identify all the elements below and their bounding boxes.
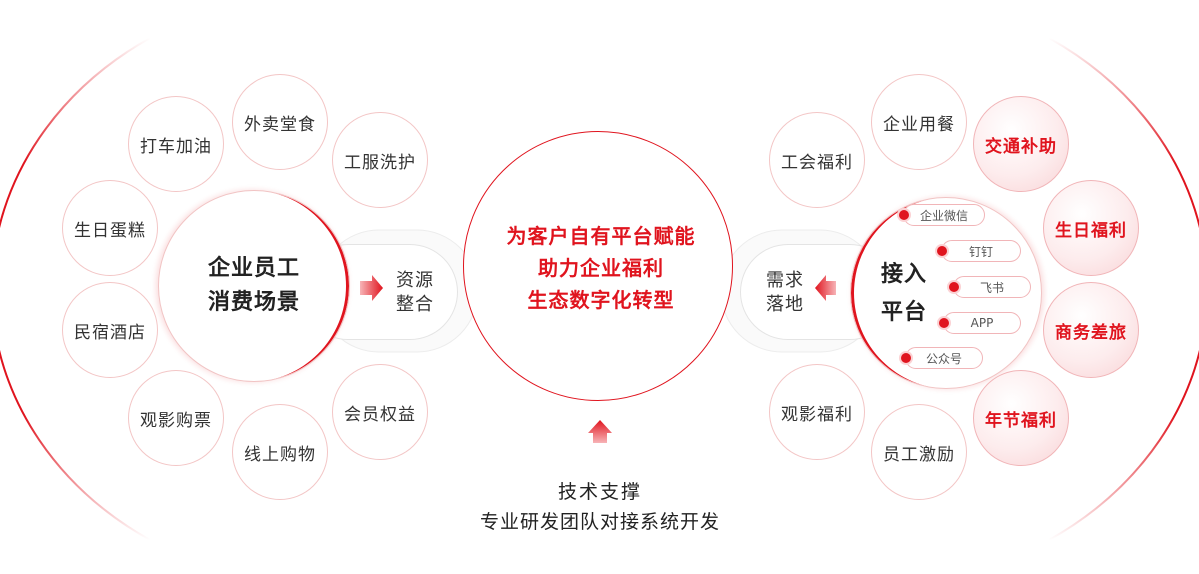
bubble-birthday-benefits: 生日福利 [1043, 180, 1139, 276]
bubble-movie-tickets: 观影购票 [128, 370, 224, 466]
platform-tag-wecom: 企业微信 [899, 204, 985, 226]
tag-dot-icon [949, 282, 959, 292]
right-pill-line-2: 落地 [766, 294, 804, 315]
bubble-transport-subsidy: 交通补助 [973, 96, 1069, 192]
left-hub-line-1: 企业员工 [207, 256, 300, 281]
bubble-union-benefits: 工会福利 [769, 112, 865, 208]
bubble-movie-benefits: 观影福利 [769, 364, 865, 460]
technical-support: 技术支撑 专业研发团队对接系统开发 [450, 478, 750, 538]
bubble-membership-rights: 会员权益 [332, 364, 428, 460]
bubble-uniform-laundry: 工服洗护 [332, 112, 428, 208]
right-hub-line-2: 平台 [881, 300, 928, 325]
tag-dot-icon [899, 210, 909, 220]
support-title: 技术支撑 [557, 481, 642, 503]
center-circle [463, 131, 733, 401]
left-hub-line-2: 消费场景 [207, 290, 300, 315]
bubble-takeout-dining: 外卖堂食 [232, 74, 328, 170]
bubble-business-travel: 商务差旅 [1043, 282, 1139, 378]
bubble-taxi-fuel: 打车加油 [128, 96, 224, 192]
bubble-employee-incentives: 员工激励 [871, 404, 967, 500]
left-pill-line-1: 资源 [396, 270, 434, 291]
bubble-birthday-cake: 生日蛋糕 [62, 180, 158, 276]
tag-dot-icon [937, 246, 947, 256]
left-pill-line-2: 整合 [396, 294, 434, 315]
platform-tag-dingtalk: 钉钉 [937, 240, 1021, 262]
bubble-corporate-dining: 企业用餐 [871, 74, 967, 170]
right-pill-line-1: 需求 [766, 270, 804, 291]
center-text: 为客户自有平台赋能 助力企业福利 生态数字化转型 [466, 220, 736, 316]
left-hub-employee-consumption: 企业员工 消费场景 [158, 190, 350, 382]
tag-dot-icon [939, 318, 949, 328]
tag-dot-icon [901, 353, 911, 363]
bubble-holiday-benefits: 年节福利 [973, 370, 1069, 466]
support-subtitle: 专业研发团队对接系统开发 [479, 511, 720, 533]
platform-tag-app: APP [939, 312, 1021, 334]
bubble-homestay-hotel: 民宿酒店 [62, 282, 158, 378]
platform-tag-feishu: 飞书 [949, 276, 1031, 298]
center-line-2: 助力企业福利 [538, 256, 664, 280]
platform-tag-official-account: 公众号 [901, 347, 983, 369]
right-hub-line-1: 接入 [881, 262, 928, 287]
center-line-1: 为客户自有平台赋能 [506, 224, 696, 248]
bubble-online-shopping: 线上购物 [232, 404, 328, 500]
center-line-3: 生态数字化转型 [527, 288, 675, 312]
